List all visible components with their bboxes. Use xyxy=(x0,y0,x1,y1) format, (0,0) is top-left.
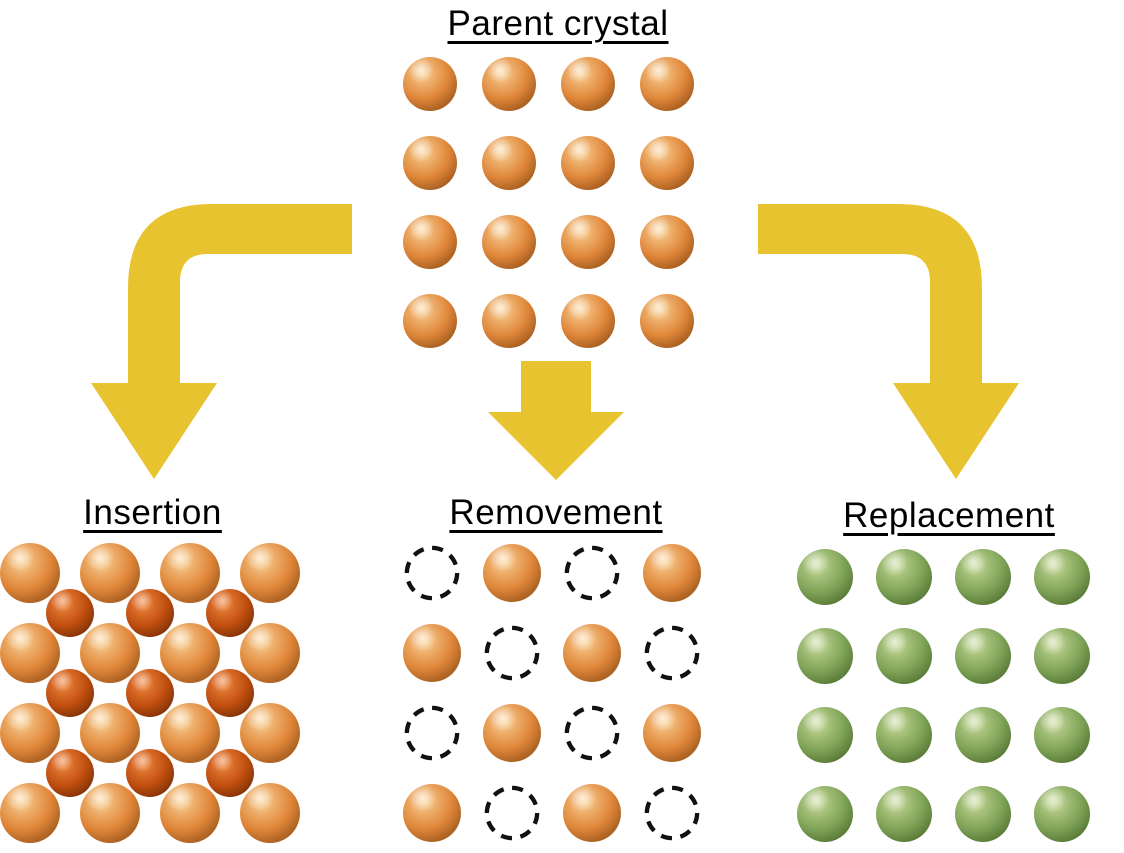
red-atom xyxy=(126,589,174,637)
green-atom xyxy=(797,628,853,684)
green-atom xyxy=(1034,707,1090,763)
vacancy-site xyxy=(483,784,541,842)
red-atom xyxy=(126,669,174,717)
orange-atom xyxy=(403,57,457,111)
orange-atom xyxy=(640,215,694,269)
orange-atom xyxy=(561,57,615,111)
orange-atom xyxy=(80,543,140,603)
orange-atom xyxy=(240,623,300,683)
parent-crystal-title: Parent crystal xyxy=(447,4,669,43)
green-atom xyxy=(797,786,853,842)
orange-atom xyxy=(561,136,615,190)
orange-atom xyxy=(482,294,536,348)
orange-atom xyxy=(403,294,457,348)
removement-label: Removement xyxy=(449,493,663,532)
green-atom xyxy=(1034,786,1090,842)
vacancy-site xyxy=(643,624,701,682)
orange-atom xyxy=(563,784,621,842)
orange-atom xyxy=(403,624,461,682)
orange-atom xyxy=(403,215,457,269)
red-atom xyxy=(206,749,254,797)
orange-atom xyxy=(160,783,220,843)
red-atom xyxy=(46,669,94,717)
orange-atom xyxy=(563,624,621,682)
orange-atom xyxy=(80,623,140,683)
red-atom xyxy=(206,589,254,637)
green-atom xyxy=(1034,549,1090,605)
orange-atom xyxy=(240,703,300,763)
orange-atom xyxy=(561,215,615,269)
red-atom xyxy=(206,669,254,717)
orange-atom xyxy=(482,215,536,269)
vacancy-site xyxy=(403,544,461,602)
red-atom xyxy=(46,589,94,637)
orange-atom xyxy=(160,623,220,683)
orange-atom xyxy=(0,703,60,763)
orange-atom xyxy=(561,294,615,348)
orange-atom xyxy=(640,57,694,111)
green-atom xyxy=(876,786,932,842)
orange-atom xyxy=(0,543,60,603)
orange-atom xyxy=(483,704,541,762)
green-atom xyxy=(876,549,932,605)
orange-atom xyxy=(482,136,536,190)
vacancy-site xyxy=(563,544,621,602)
orange-atom xyxy=(240,783,300,843)
green-atom xyxy=(955,628,1011,684)
orange-atom xyxy=(0,783,60,843)
orange-atom xyxy=(640,136,694,190)
insertion-label: Insertion xyxy=(83,493,222,532)
orange-atom xyxy=(643,704,701,762)
orange-atom xyxy=(160,703,220,763)
vacancy-site xyxy=(403,704,461,762)
orange-atom xyxy=(403,784,461,842)
green-atom xyxy=(876,707,932,763)
green-atom xyxy=(955,707,1011,763)
green-atom xyxy=(797,707,853,763)
orange-atom xyxy=(640,294,694,348)
orange-atom xyxy=(160,543,220,603)
green-atom xyxy=(797,549,853,605)
green-atom xyxy=(876,628,932,684)
vacancy-site xyxy=(483,624,541,682)
orange-atom xyxy=(80,783,140,843)
orange-atom xyxy=(482,57,536,111)
orange-atom xyxy=(0,623,60,683)
orange-atom xyxy=(483,544,541,602)
orange-atom xyxy=(80,703,140,763)
green-atom xyxy=(955,786,1011,842)
orange-atom xyxy=(403,136,457,190)
green-atom xyxy=(955,549,1011,605)
red-atom xyxy=(126,749,174,797)
vacancy-site xyxy=(563,704,621,762)
vacancy-site xyxy=(643,784,701,842)
orange-atom xyxy=(643,544,701,602)
green-atom xyxy=(1034,628,1090,684)
replacement-label: Replacement xyxy=(843,496,1055,535)
red-atom xyxy=(46,749,94,797)
orange-atom xyxy=(240,543,300,603)
